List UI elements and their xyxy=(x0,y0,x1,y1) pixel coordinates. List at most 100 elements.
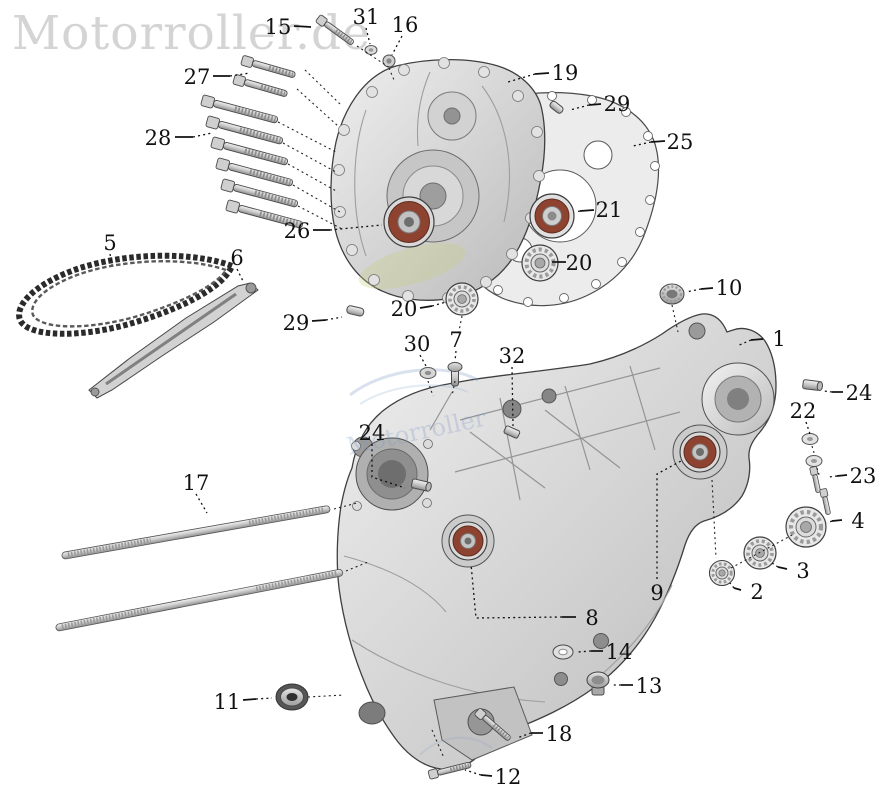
callout-7: 7 xyxy=(449,328,462,352)
assembly-line xyxy=(297,205,345,231)
leader-line xyxy=(454,350,457,362)
leader-line xyxy=(192,132,213,138)
bearing-3-illustration xyxy=(743,536,777,570)
callout-4: 4 xyxy=(851,509,864,533)
bolt-15-illustration xyxy=(315,14,355,47)
drain-plug-13-illustration xyxy=(586,671,610,696)
bolt-24-right-illustration xyxy=(802,379,824,392)
callout-10: 10 xyxy=(716,276,743,300)
leader-line xyxy=(109,253,113,266)
leader-tick xyxy=(293,25,312,28)
callout-11: 11 xyxy=(214,690,241,714)
washer-14-illustration xyxy=(552,644,574,660)
leader-line xyxy=(826,520,833,524)
callout-8: 8 xyxy=(585,606,598,630)
bearing-4-illustration xyxy=(785,506,827,548)
washers-22-illustration xyxy=(801,433,823,467)
stud-32-illustration xyxy=(503,425,521,439)
oil-seal-26-illustration xyxy=(383,196,435,248)
leader-line xyxy=(805,421,811,435)
leader-tick xyxy=(419,305,433,309)
nut-16-illustration xyxy=(382,54,396,68)
assembly-line xyxy=(345,561,369,572)
bearing-21-illustration xyxy=(529,193,575,239)
leader-line xyxy=(431,301,447,307)
callout-20: 20 xyxy=(391,297,418,321)
callout-29: 29 xyxy=(604,92,631,116)
leader-tick xyxy=(480,774,493,777)
assembly-line xyxy=(307,694,345,698)
assembly-line xyxy=(811,445,816,457)
callout-12: 12 xyxy=(495,765,522,789)
timing-chain-illustration xyxy=(16,252,235,337)
leader-tick xyxy=(588,103,602,106)
callout-21: 21 xyxy=(596,198,623,222)
bolt-24-left-illustration xyxy=(410,478,432,492)
damper-bushing-11-illustration xyxy=(275,683,309,711)
studs-17-illustration xyxy=(55,505,344,632)
callout-14: 14 xyxy=(606,640,633,664)
callout-18: 18 xyxy=(546,722,573,746)
leader-line xyxy=(685,288,702,293)
bolts-27-illustration xyxy=(233,55,297,99)
leader-tick xyxy=(650,140,666,143)
callout-29: 29 xyxy=(283,311,310,335)
leader-line xyxy=(516,732,532,739)
leader-line xyxy=(828,475,838,478)
leader-line xyxy=(329,224,383,231)
leader-line xyxy=(577,650,592,653)
crankcase-illustration xyxy=(336,313,777,770)
callout-6: 6 xyxy=(230,246,243,270)
leader-tick xyxy=(831,519,843,522)
callout-26: 26 xyxy=(284,219,311,243)
callout-28: 28 xyxy=(145,126,172,150)
assembly-line xyxy=(287,163,339,193)
callout-30: 30 xyxy=(404,332,431,356)
callout-3: 3 xyxy=(796,559,809,583)
leader-tick xyxy=(579,209,595,212)
oil-seal-9-illustration xyxy=(672,424,728,480)
leader-tick xyxy=(777,566,788,570)
washer-30-illustration xyxy=(419,367,437,379)
callout-31: 31 xyxy=(353,5,380,29)
leader-tick xyxy=(311,319,327,322)
bearing-20-right-illustration xyxy=(521,244,559,282)
leader-tick xyxy=(750,338,764,341)
callout-27: 27 xyxy=(184,65,211,89)
bolts-28-illustration xyxy=(201,95,304,231)
leader-line xyxy=(569,104,590,111)
callout-23: 23 xyxy=(850,464,877,488)
assembly-line xyxy=(457,315,463,337)
leader-line xyxy=(236,268,244,282)
callout-17: 17 xyxy=(183,471,210,495)
bearing-20-left-illustration xyxy=(445,282,479,316)
leader-line xyxy=(771,562,779,568)
watermark-text: Motorroller.de xyxy=(12,6,371,61)
assembly-line xyxy=(333,502,358,510)
leader-tick xyxy=(836,474,848,477)
washer-31-illustration xyxy=(364,45,378,55)
bushing-10-illustration xyxy=(659,283,685,305)
assembly-line xyxy=(277,121,337,153)
callout-24: 24 xyxy=(359,421,386,445)
leader-tick xyxy=(700,287,714,290)
callout-13: 13 xyxy=(636,674,663,698)
assembly-line xyxy=(816,467,821,479)
assembly-line xyxy=(388,67,395,81)
callout-15: 15 xyxy=(265,15,292,39)
leader-line xyxy=(656,460,682,579)
bolt-7-illustration xyxy=(447,361,463,387)
assembly-line xyxy=(730,533,795,569)
assembly-line xyxy=(296,88,339,127)
callout-5: 5 xyxy=(103,231,116,255)
leader-line xyxy=(371,444,406,489)
leader-line xyxy=(229,72,251,77)
dowel-pin-29-top-illustration xyxy=(549,100,564,114)
callout-22: 22 xyxy=(790,399,817,423)
callout-2: 2 xyxy=(750,580,763,604)
bearing-2-illustration xyxy=(708,559,736,587)
crankcase-cover-illustration xyxy=(330,57,546,304)
dowel-pin-29-left-illustration xyxy=(346,305,365,317)
callout-32: 32 xyxy=(499,344,526,368)
